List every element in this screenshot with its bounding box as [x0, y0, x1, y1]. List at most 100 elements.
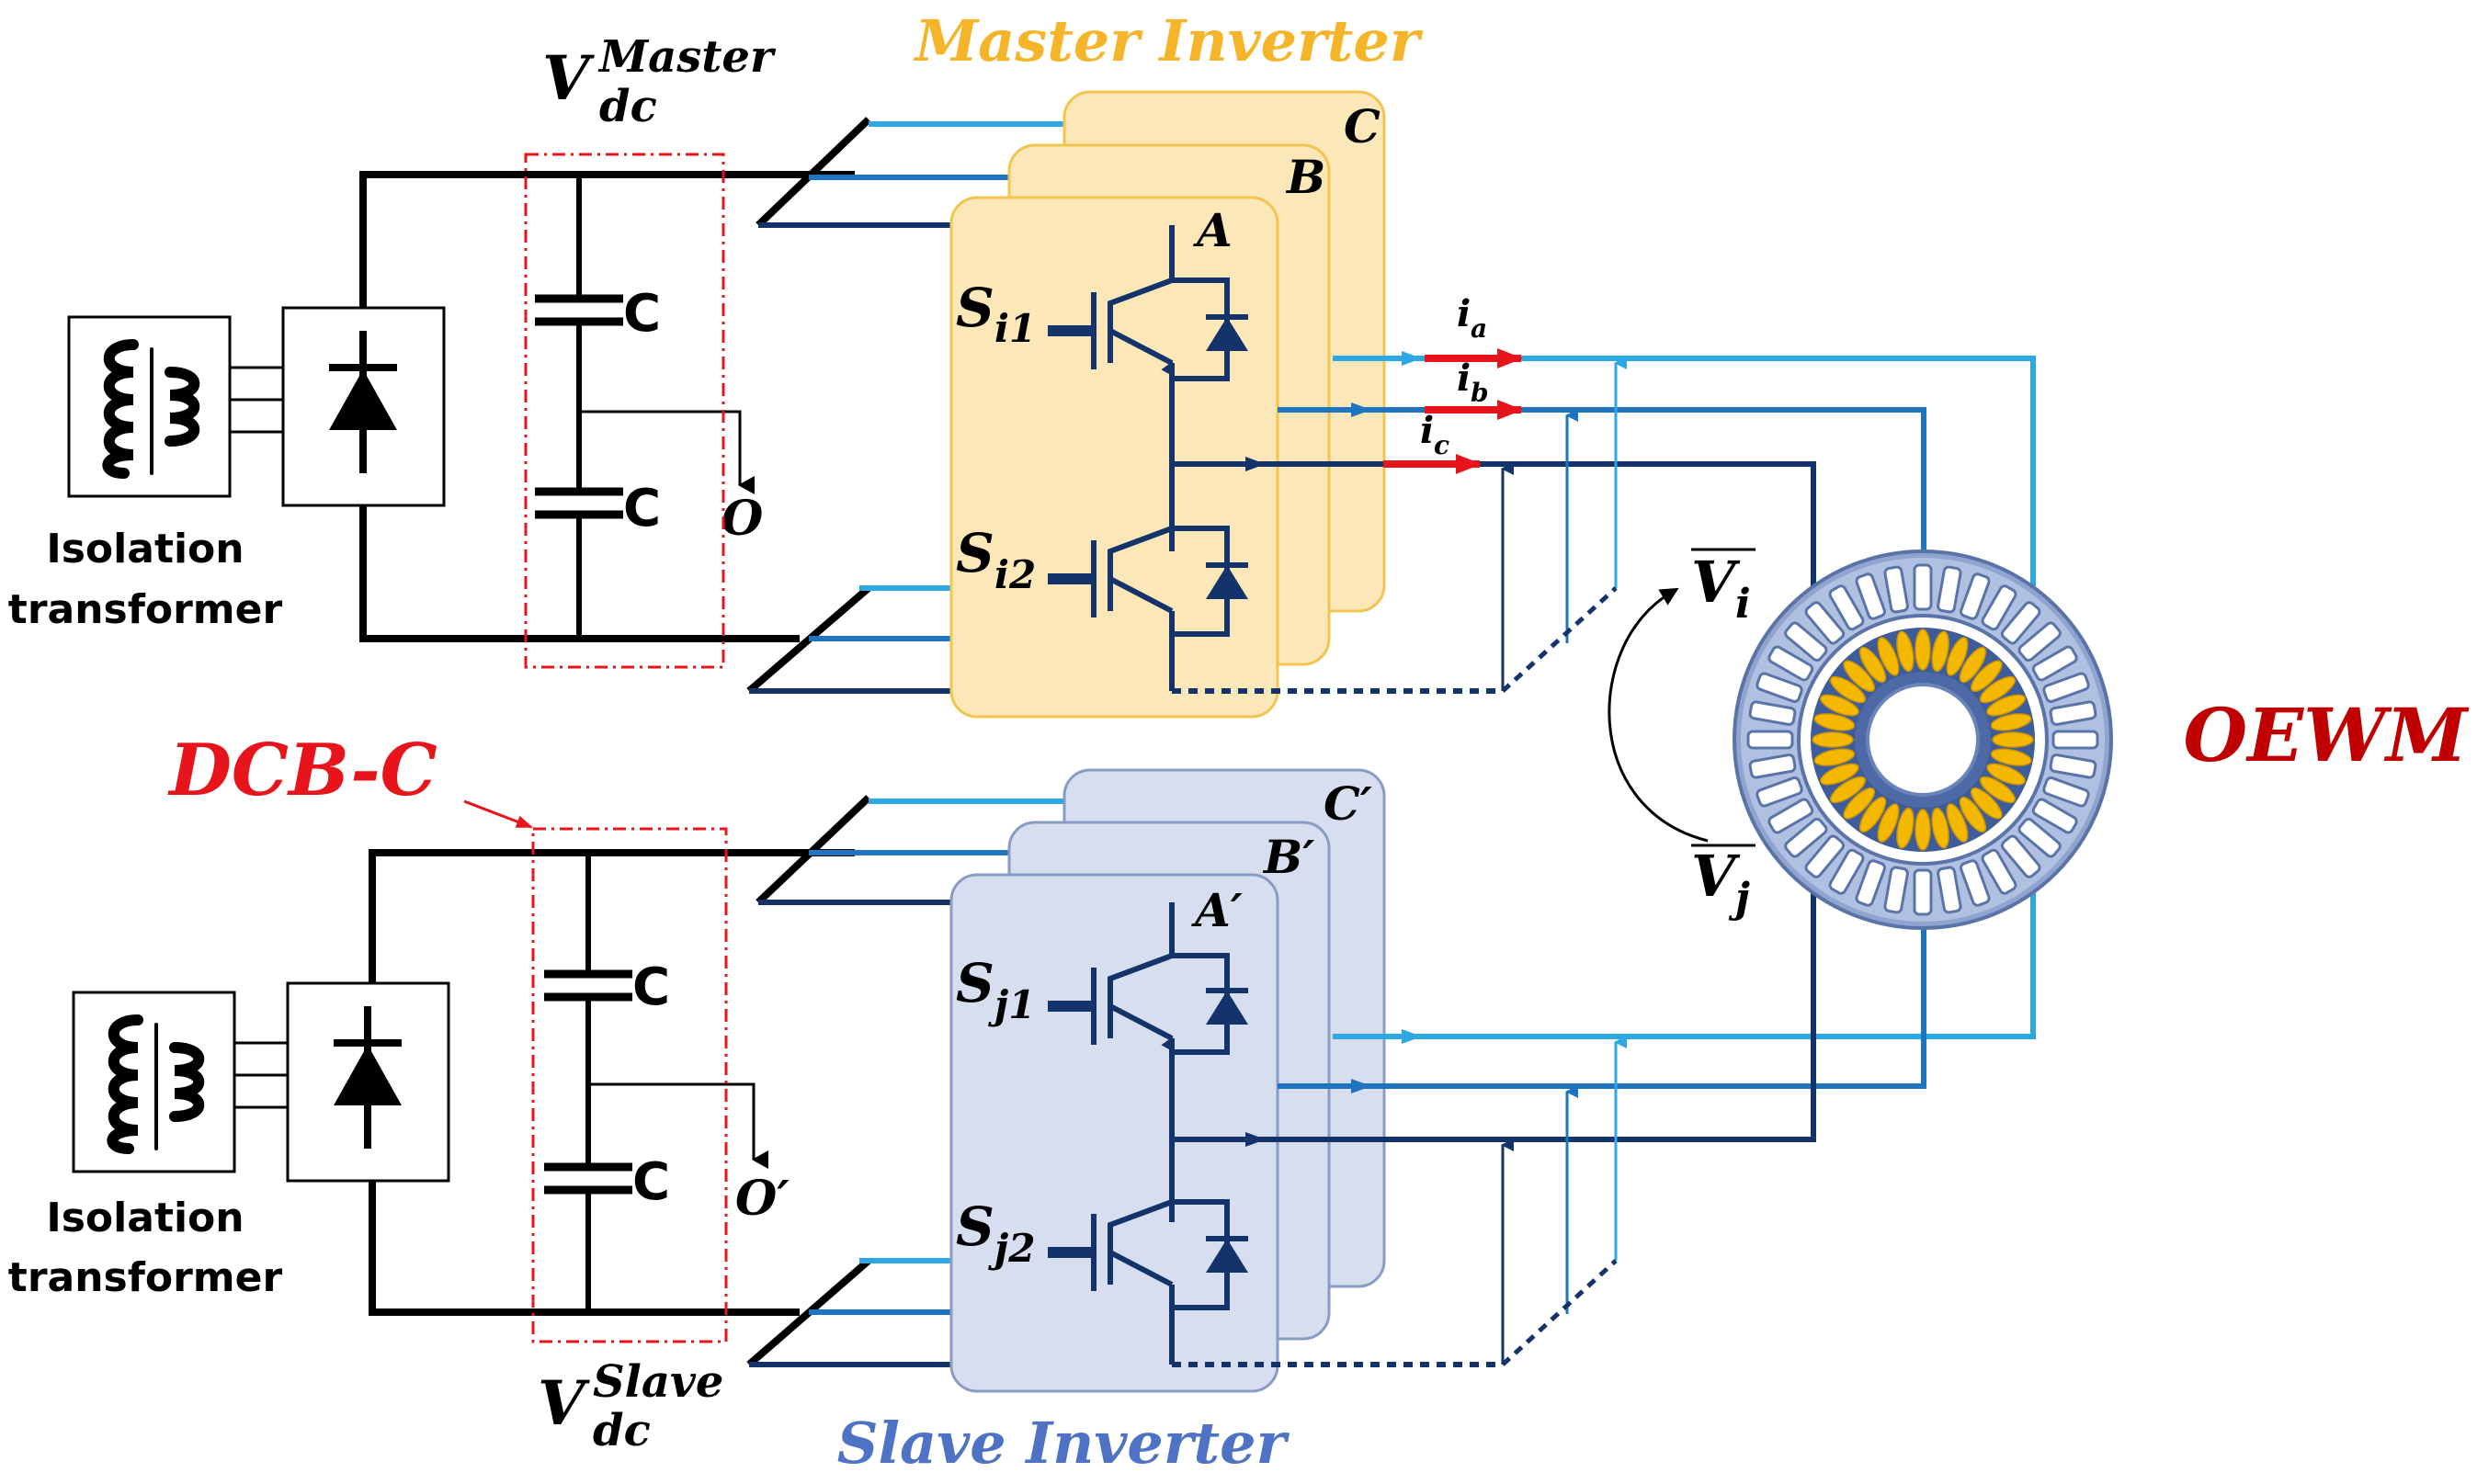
- dcb-c-label: DCB-C: [167, 729, 437, 812]
- svg-text:i2: i2: [994, 552, 1036, 597]
- slave-switch-top-label: S j1: [956, 952, 1035, 1027]
- stator-slot: [1960, 859, 1991, 907]
- rotor-winding: [1946, 637, 1969, 676]
- stator-slots: [1746, 563, 2099, 916]
- slave-dc-negative-rail: [369, 1181, 800, 1316]
- rotor-winding: [1990, 713, 2032, 731]
- slave-phase-card-a: [949, 873, 1279, 1393]
- svg-text:S: S: [956, 277, 994, 339]
- master-inverter: C B A: [746, 90, 1422, 719]
- stator-slot: [1828, 584, 1865, 631]
- oewm-motor-icon: [1733, 549, 2113, 930]
- master-dc-positive-rail: [359, 171, 855, 308]
- svg-text:i: i: [1735, 581, 1751, 628]
- current-arrows: i a i b i c: [1383, 292, 1523, 474]
- rotor-winding: [1820, 694, 1859, 717]
- rotor-winding: [1986, 763, 2026, 786]
- master-dcb-box: [524, 153, 725, 669]
- vdc-master-base: V: [542, 42, 595, 114]
- stator-slot: [1784, 817, 1828, 858]
- stator-slot: [1828, 848, 1865, 895]
- stator-slot: [2049, 700, 2097, 726]
- slave-phase-label-c: C′: [1324, 776, 1372, 831]
- slave-transformer-icon: [107, 1014, 205, 1154]
- slave-diode-top-icon: [1206, 988, 1248, 1025]
- vdc-master-sup: Master: [597, 31, 777, 83]
- current-ia-label: i a: [1457, 292, 1487, 344]
- stator-slot: [1960, 572, 1991, 620]
- svg-text:i1: i1: [994, 306, 1036, 351]
- dcb-c-pointer: [463, 799, 533, 829]
- current-ic-label: i c: [1420, 409, 1449, 460]
- rotor-winding: [1915, 809, 1931, 851]
- rotor-winding: [1858, 796, 1887, 833]
- stator-slot: [1755, 672, 1803, 703]
- master-diode-bot-icon: [1206, 562, 1248, 599]
- svg-text:a: a: [1471, 313, 1487, 344]
- stator-slot: [1746, 730, 1794, 750]
- vj-label: V j: [1691, 843, 1755, 922]
- rotor-winding: [1959, 796, 1987, 833]
- stator-slot: [1883, 866, 1909, 914]
- stator-slot: [2031, 645, 2078, 682]
- master-phase-label-a: A: [1193, 203, 1233, 257]
- stator-slot: [2051, 730, 2099, 750]
- rotor-winding: [1979, 776, 2017, 804]
- slave-cap-bot-label: C: [632, 1152, 670, 1212]
- oewm-label: OEWM: [2183, 692, 2470, 778]
- stator-slot: [1981, 584, 2017, 631]
- slave-midpoint-label: O′: [735, 1171, 790, 1227]
- svg-text:i: i: [1457, 357, 1471, 400]
- rotor-winding: [1896, 630, 1915, 673]
- svg-text:j1: j1: [988, 982, 1035, 1027]
- rotor-winding: [1877, 803, 1900, 843]
- master-rectifier-diode-icon: [329, 331, 397, 473]
- master-cap-bot-label: C: [623, 479, 661, 538]
- vdc-master-label: V Master dc: [542, 31, 777, 132]
- slave-cap-top-label: C: [632, 957, 670, 1017]
- rotor-winding: [1931, 807, 1949, 849]
- rotor-winding: [1970, 660, 2003, 693]
- master-diode-top-icon: [1206, 314, 1248, 351]
- stator-slot: [1748, 753, 1797, 779]
- rotor-winding: [1990, 748, 2032, 766]
- rotor-winding: [1813, 713, 1856, 731]
- stator-slot: [1937, 866, 1962, 914]
- stator-slot: [1981, 848, 2017, 895]
- stator-slot: [2042, 672, 2090, 703]
- svg-text:b: b: [1471, 378, 1489, 408]
- rotor-winding: [1915, 629, 1931, 671]
- slave-transformer-label-1: Isolation: [46, 1195, 244, 1241]
- slave-diode-bot-icon: [1206, 1236, 1248, 1273]
- vdc-slave-label: V Slave dc: [538, 1356, 723, 1456]
- svg-text:S: S: [956, 952, 994, 1014]
- stator-slot: [2000, 601, 2041, 645]
- stator-slot: [2017, 817, 2062, 858]
- stator-slot: [1748, 700, 1797, 726]
- rotor-winding: [1959, 646, 1987, 684]
- master-midpoint-wire: [579, 410, 755, 494]
- rotor-winding: [1829, 776, 1867, 804]
- vdc-slave-sup: Slave: [593, 1356, 723, 1408]
- slave-transformer-label-2: transformer: [8, 1254, 283, 1301]
- stator-slot: [1755, 776, 1803, 808]
- svg-text:V: V: [1691, 549, 1741, 616]
- rotor-winding: [1986, 694, 2026, 717]
- svg-text:i: i: [1420, 409, 1434, 452]
- vi-label: V i: [1691, 548, 1755, 628]
- svg-text:S: S: [956, 522, 994, 584]
- slave-supply: Isolation transformer C C O′: [8, 827, 855, 1343]
- stator-slot: [2042, 776, 2090, 808]
- slave-phase-label-a: A′: [1191, 883, 1243, 937]
- stator-slot: [1855, 859, 1886, 907]
- stator-slot: [1855, 572, 1886, 620]
- rotor-winding: [1946, 803, 1969, 843]
- stator-slot: [1804, 834, 1846, 878]
- master-supply: Isolation transformer C C O: [8, 153, 855, 669]
- slave-inverter: C′ B′ A′ S j1: [746, 768, 1422, 1393]
- master-transformer-label-2: transformer: [8, 586, 283, 633]
- svg-text:S: S: [956, 1195, 994, 1258]
- rotor-winding: [1970, 787, 2003, 820]
- slave-dcb-box: [531, 827, 728, 1343]
- slave-switch-bot-label: S j2: [956, 1195, 1035, 1271]
